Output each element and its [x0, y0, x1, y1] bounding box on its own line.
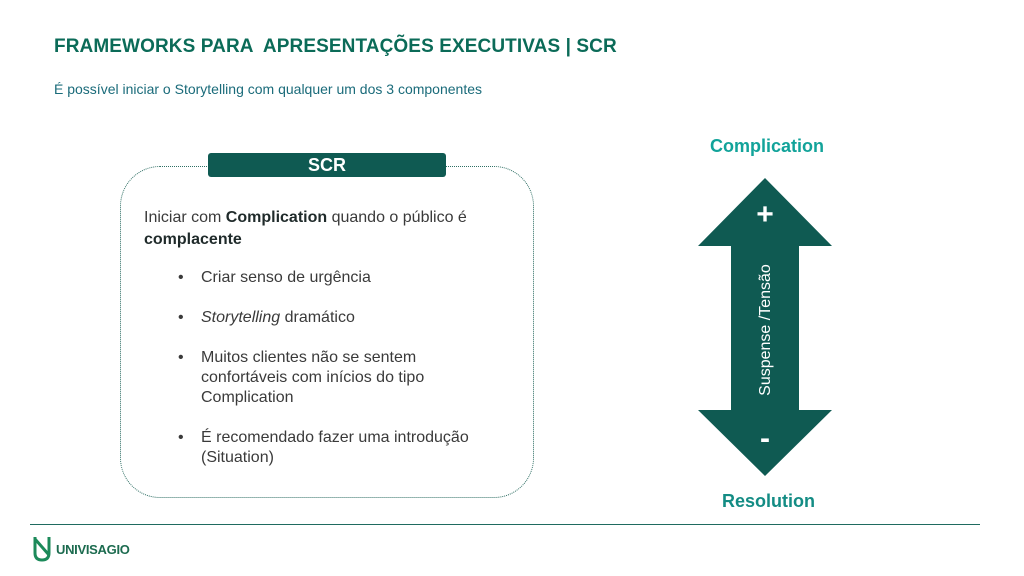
- suspense-axis-label: Suspense /Tensão: [757, 264, 774, 396]
- intro-bold-complication: Complication: [225, 209, 328, 226]
- page-subtitle: É possível iniciar o Storytelling com qu…: [54, 81, 482, 97]
- intro-middle: quando o público é: [327, 209, 467, 226]
- univisagio-logo-icon: [33, 537, 51, 562]
- double-arrow-shape: [698, 178, 832, 476]
- univisagio-logo: UNIVISAGIO: [32, 535, 130, 563]
- bullet-item: Muitos clientes não se sentem confortáve…: [178, 348, 498, 408]
- complication-label: Complication: [710, 136, 825, 156]
- minus-sign: -: [760, 422, 770, 455]
- logo-text: UNIVISAGIO: [56, 541, 130, 557]
- plus-sign: +: [756, 198, 774, 231]
- bullet-item: É recomendado fazer uma introdução (Situ…: [178, 428, 498, 468]
- bullet-item: Storytelling dramático: [178, 308, 498, 328]
- double-arrow-icon: + - Suspense /Tensão: [698, 178, 832, 476]
- footer-divider: [30, 524, 980, 525]
- page-title: FRAMEWORKS PARA APRESENTAÇÕES EXECUTIVAS…: [54, 36, 617, 57]
- intro-prefix: Iniciar com: [144, 209, 226, 226]
- scr-card-tab: SCR: [208, 153, 446, 177]
- intro-bold-complacente: complacente: [144, 231, 242, 248]
- resolution-label: Resolution: [722, 491, 815, 511]
- card-bullet-list: Criar senso de urgência Storytelling dra…: [178, 268, 498, 488]
- card-intro: Iniciar com Complication quando o públic…: [144, 207, 504, 251]
- bullet-item: Criar senso de urgência: [178, 268, 498, 288]
